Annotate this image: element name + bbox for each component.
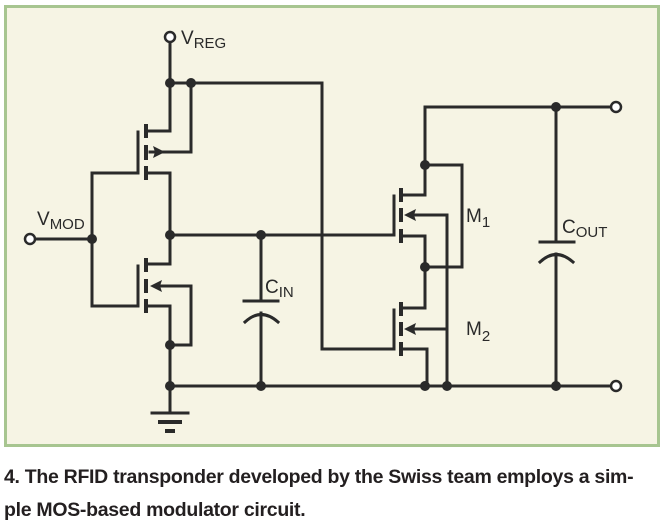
output-terminal-top — [609, 100, 623, 114]
vreg-label: VREG — [181, 28, 226, 52]
m2-label: M2 — [466, 319, 490, 345]
ground-icon — [150, 384, 190, 433]
caption-line-1: 4. The RFID transponder developed by the… — [4, 466, 634, 488]
vmod-terminal — [23, 232, 37, 246]
figure-caption: 4. The RFID transponder developed by the… — [4, 461, 664, 527]
output-terminal-bottom — [609, 379, 623, 393]
vmod-label: VMOD — [37, 209, 85, 233]
cout-capacitor — [537, 105, 576, 388]
figure-frame — [4, 5, 660, 447]
nmos-transistor — [90, 233, 193, 388]
arrow-icon — [404, 323, 416, 335]
cout-label: COUT — [562, 217, 607, 241]
arrow-icon — [404, 209, 416, 221]
pmos-transistor — [90, 81, 193, 237]
cin-capacitor — [242, 233, 281, 388]
arrow-icon — [153, 146, 165, 158]
vmod-input — [23, 171, 97, 308]
m2-transistor — [320, 265, 449, 388]
junction-dot — [87, 234, 97, 244]
caption-line-2: ple MOS-based modulator circuit. — [4, 499, 306, 521]
circuit-schematic: VREG VMOD CIN COUT M1 M2 — [23, 28, 623, 433]
vreg-terminal — [163, 30, 177, 44]
m1-transistor — [392, 160, 464, 388]
junction-dot — [420, 160, 430, 170]
vreg-supply — [163, 30, 324, 351]
junction-dot — [165, 340, 175, 350]
junction-dot — [256, 381, 266, 391]
junction-dot — [165, 78, 175, 88]
cin-label: CIN — [265, 277, 294, 301]
arrow-icon — [150, 280, 162, 292]
m1-label: M1 — [466, 206, 490, 231]
